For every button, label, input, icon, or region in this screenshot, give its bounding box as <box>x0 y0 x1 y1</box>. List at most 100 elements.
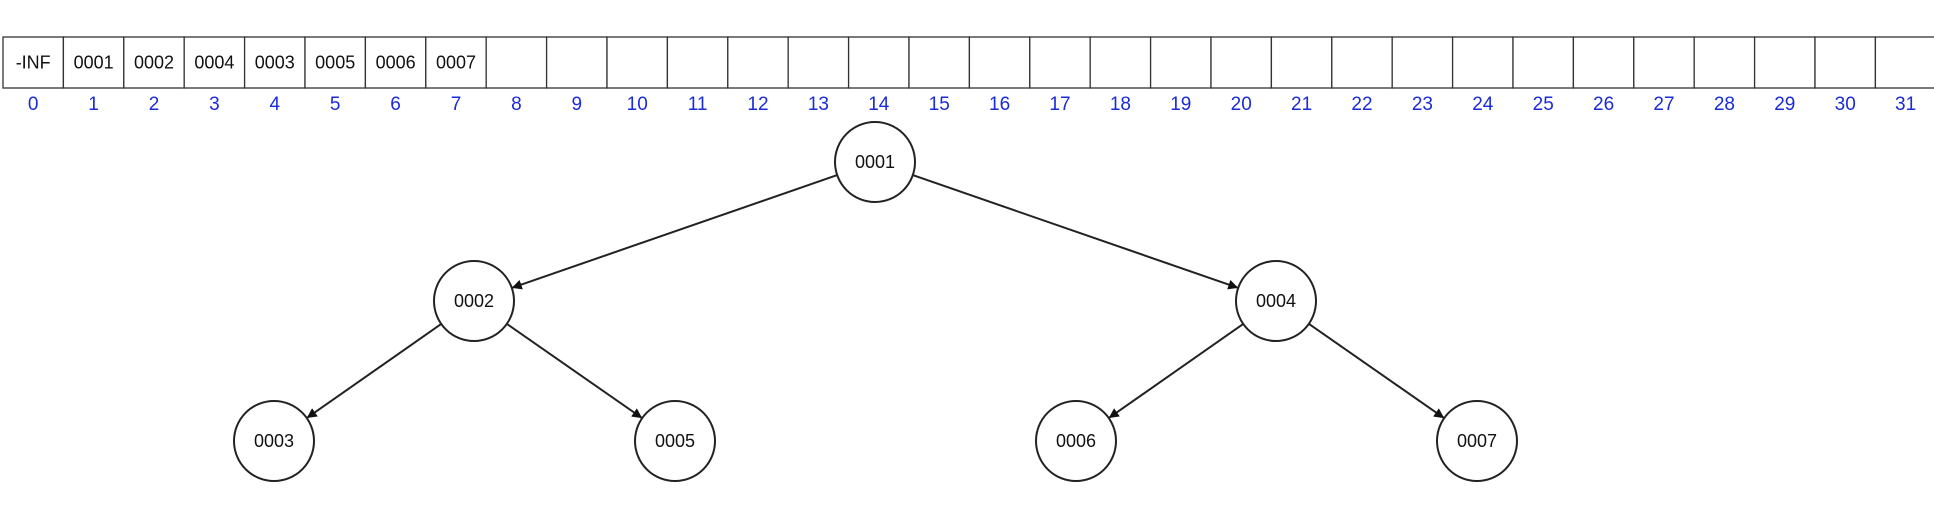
array-index-label: 12 <box>747 94 768 115</box>
array-cell <box>1753 36 1816 89</box>
array-cell-box <box>425 36 487 89</box>
array-cell-box <box>1753 36 1816 89</box>
array-cell: -INF <box>2 36 65 89</box>
array-cell-box <box>847 36 910 89</box>
array-index-label: 9 <box>572 94 583 115</box>
array-cell <box>485 36 548 89</box>
array-index-label: 20 <box>1231 94 1252 115</box>
array-cell-box <box>1633 36 1695 89</box>
array-cell-value: 0004 <box>194 53 234 73</box>
array-cell <box>1633 36 1695 89</box>
tree-node-circle <box>834 121 916 203</box>
array-cell-box <box>1391 36 1454 89</box>
array-index-label: 24 <box>1472 94 1494 115</box>
array-cell <box>545 36 608 89</box>
array-cell-box <box>304 36 367 89</box>
array-cell <box>847 36 910 89</box>
array-cell <box>968 36 1031 89</box>
array-cell <box>1814 36 1877 89</box>
array-cell <box>1451 36 1514 89</box>
array-cell-value: -INF <box>16 53 51 73</box>
array-cell: 0005 <box>304 36 367 89</box>
tree-node-circle <box>1436 400 1518 482</box>
array-cell <box>1149 36 1212 89</box>
array-cell-box <box>485 36 548 89</box>
tree-node-circle <box>1235 260 1317 342</box>
array-index-label: 23 <box>1412 94 1433 115</box>
array-cell-box <box>545 36 608 89</box>
array-index-label: 30 <box>1835 94 1856 115</box>
array-cell-value: 0006 <box>376 53 416 73</box>
array-cell <box>1089 36 1152 89</box>
array-cell-box <box>787 36 850 89</box>
array-cell-box <box>1814 36 1877 89</box>
array-cell-box <box>727 36 789 89</box>
array-cell <box>727 36 789 89</box>
array-cell <box>1210 36 1273 89</box>
array-cell-box <box>666 36 729 89</box>
array-cell: 0002 <box>123 36 185 89</box>
array-cell-box <box>364 36 427 89</box>
array-cell: 0001 <box>62 36 125 89</box>
array-cell-box <box>123 36 185 89</box>
tree-node-label: 0006 <box>1056 431 1096 451</box>
array-index-label: 3 <box>209 94 220 115</box>
array-cell <box>1572 36 1635 89</box>
tree-node-circle <box>433 260 515 342</box>
array-cell-box <box>1210 36 1273 89</box>
array-index-label: 29 <box>1774 94 1795 115</box>
array-cell-box <box>1451 36 1514 89</box>
array-cell-value: 0007 <box>436 53 476 73</box>
tree-node: 0003 <box>233 400 315 482</box>
array-cell-box <box>243 36 306 89</box>
array-cell <box>1693 36 1756 89</box>
array-cell-box <box>968 36 1031 89</box>
array-cell <box>1874 36 1934 89</box>
array-cell: 0003 <box>243 36 306 89</box>
array-index-label: 0 <box>28 94 39 115</box>
tree-node-label: 0003 <box>254 431 294 451</box>
array-cell-value: 0005 <box>315 53 355 73</box>
array-cell-box <box>62 36 125 89</box>
tree-edge-arrow <box>1108 323 1244 419</box>
tree-node: 0006 <box>1035 400 1117 482</box>
array-cell-box <box>1572 36 1635 89</box>
array-cell: 0006 <box>364 36 427 89</box>
array-cell <box>1512 36 1575 89</box>
array-cell <box>1331 36 1393 89</box>
array-cell-box <box>1693 36 1756 89</box>
array-index-label: 10 <box>627 94 648 115</box>
tree-node-label: 0002 <box>454 291 494 311</box>
tree-edge-arrow <box>511 174 838 290</box>
array-cell-box <box>1149 36 1212 89</box>
array-cell-value: 0003 <box>255 53 295 73</box>
array-cell: 0007 <box>425 36 487 89</box>
array-cell-box <box>1089 36 1152 89</box>
array-cell-box <box>1512 36 1575 89</box>
array-cell-value: 0002 <box>134 53 174 73</box>
tree-node: 0001 <box>834 121 916 203</box>
array-index-label: 27 <box>1653 94 1674 115</box>
array-index-label: 2 <box>149 94 160 115</box>
array-index-label: 11 <box>688 94 708 115</box>
array-index-label: 8 <box>511 94 522 115</box>
tree-edge-arrow <box>1308 323 1445 419</box>
array-index-label: 7 <box>451 94 462 115</box>
array-cell: 0004 <box>183 36 246 89</box>
tree-node-label: 0004 <box>1256 291 1296 311</box>
array-cell <box>1029 36 1091 89</box>
tree-node: 0004 <box>1235 260 1317 342</box>
array-index-label: 19 <box>1170 94 1191 115</box>
array-index-label: 13 <box>808 94 829 115</box>
array-cell-box <box>1874 36 1934 89</box>
array-index-label: 6 <box>390 94 401 115</box>
array-index-label: 22 <box>1351 94 1372 115</box>
array-cell <box>666 36 729 89</box>
tree-node-circle <box>233 400 315 482</box>
array-index-label: 31 <box>1895 94 1916 115</box>
tree-node-label: 0005 <box>655 431 695 451</box>
tree-edge-arrow <box>306 323 442 419</box>
tree-node: 0005 <box>634 400 716 482</box>
